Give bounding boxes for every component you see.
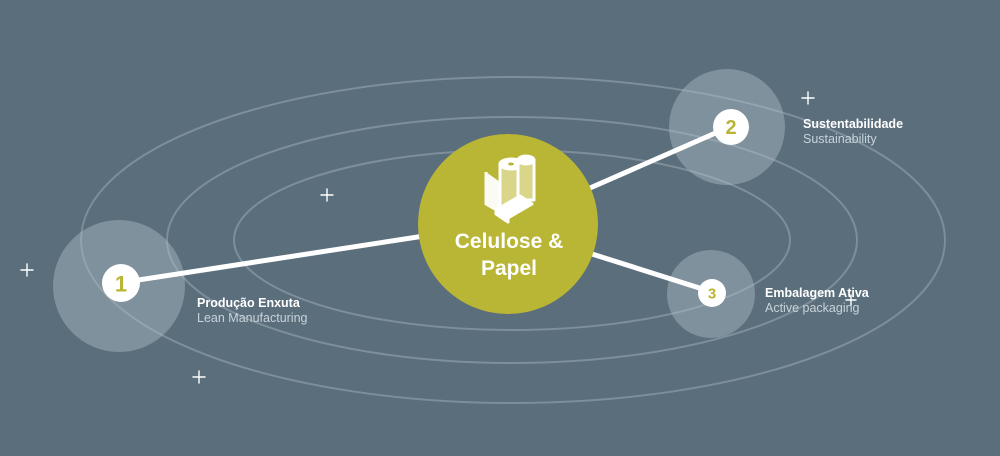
sparkles bbox=[20, 91, 857, 384]
node-1-circle[interactable] bbox=[102, 264, 140, 302]
sparkle-icon bbox=[192, 370, 206, 384]
node-3-title: Embalagem Ativa bbox=[765, 286, 869, 300]
connector-lines bbox=[116, 125, 730, 295]
center-title: Celulose & Papel bbox=[420, 228, 598, 282]
sparkle-icon bbox=[20, 263, 34, 277]
sparkle-icon bbox=[845, 294, 857, 306]
node-1-number: 1 bbox=[115, 272, 127, 297]
connector-1 bbox=[116, 233, 427, 286]
orbit-middle bbox=[166, 116, 858, 364]
connector-3 bbox=[589, 251, 715, 295]
node-2-subtitle: Sustainability bbox=[803, 132, 877, 146]
node-2-title: Sustentabilidade bbox=[803, 117, 904, 131]
center-circle bbox=[418, 134, 598, 314]
sparkle-icon bbox=[320, 188, 334, 202]
node-2-number: 2 bbox=[725, 117, 736, 139]
node-2-circle[interactable] bbox=[713, 109, 749, 145]
node-3-subtitle: Active packaging bbox=[765, 301, 860, 315]
node-3-label: Embalagem Ativa Active packaging bbox=[765, 286, 869, 316]
node-3-circle[interactable] bbox=[698, 279, 726, 307]
center-title-line2: Papel bbox=[480, 257, 538, 280]
node-2-label: Sustentabilidade Sustainability bbox=[803, 117, 903, 147]
node-3-number: 3 bbox=[708, 286, 716, 303]
node-1-label: Produção Enxuta Lean Manufacturing bbox=[197, 296, 308, 326]
node-1-subtitle: Lean Manufacturing bbox=[197, 311, 308, 325]
connector-2 bbox=[587, 125, 730, 191]
sparkle-icon bbox=[801, 91, 815, 105]
orbit-outer bbox=[80, 76, 946, 404]
orbit-rings bbox=[80, 76, 946, 404]
node-1-title: Produção Enxuta bbox=[197, 296, 300, 310]
center-title-line1: Celulose & bbox=[454, 230, 564, 253]
paper-roll-icon bbox=[484, 154, 536, 224]
